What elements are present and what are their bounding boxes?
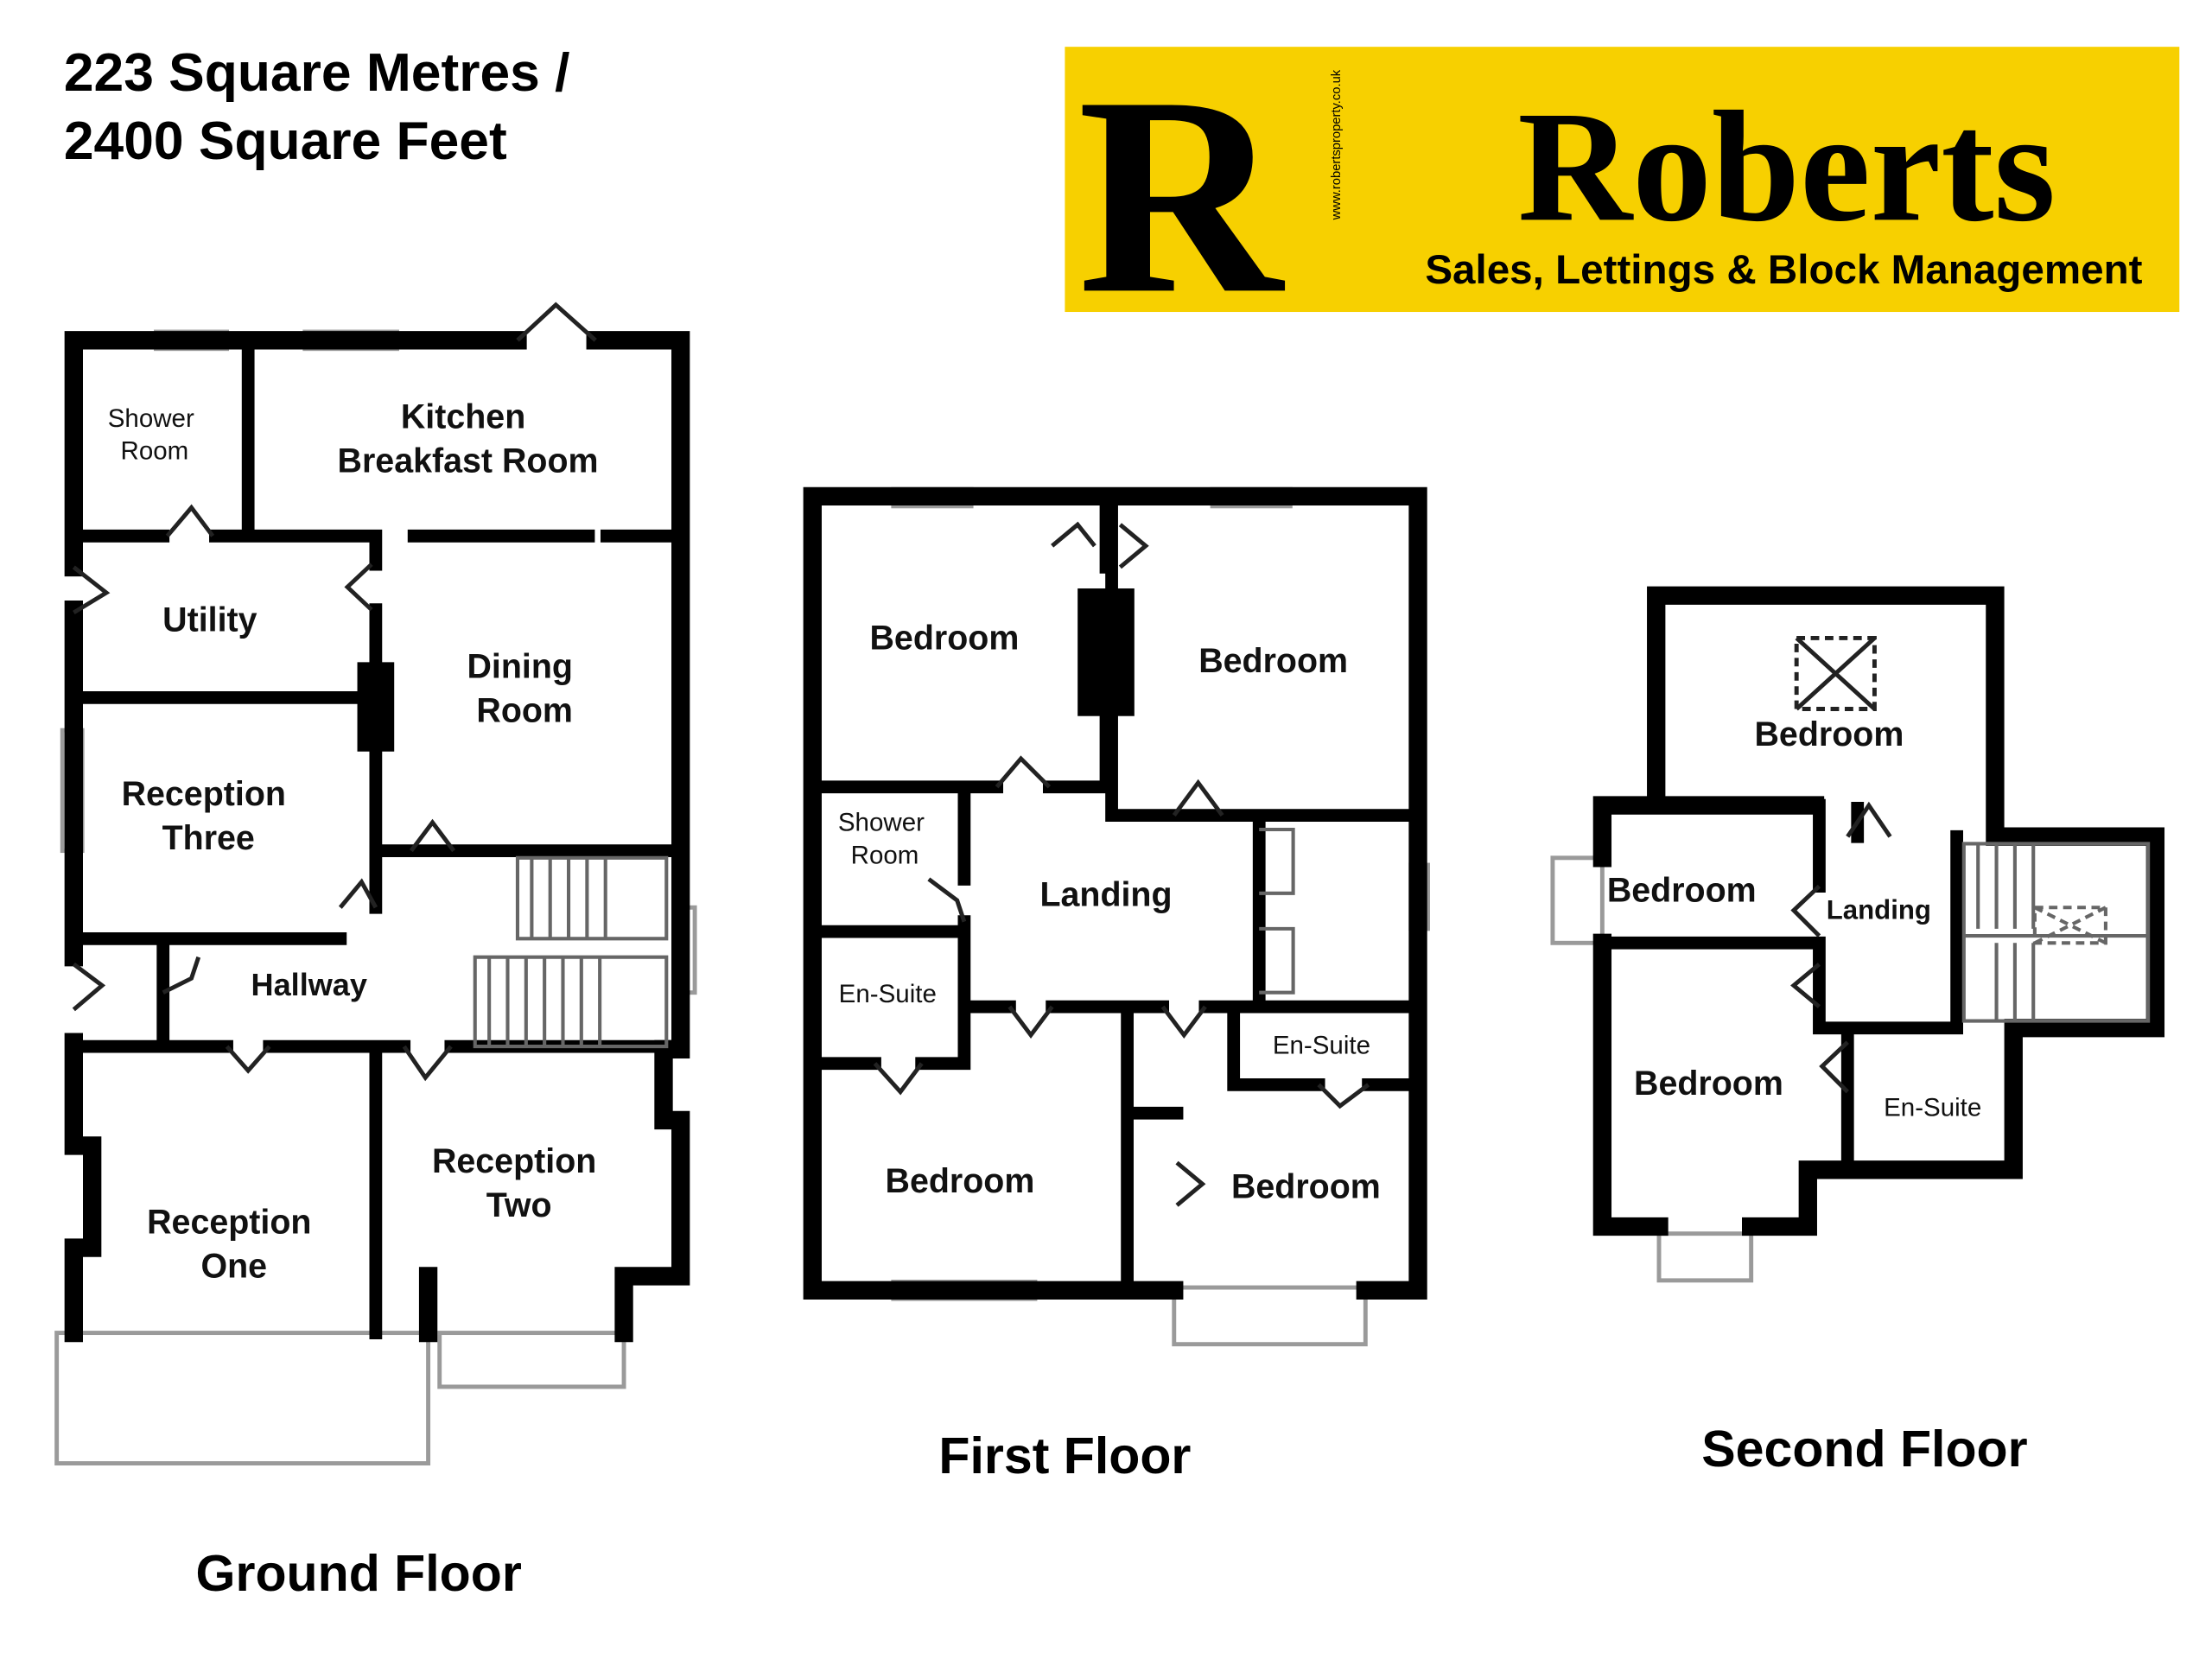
logo-url: www.robertsproperty.co.uk — [1330, 69, 1344, 220]
room-label-ensuite-w: En-Suite — [839, 980, 937, 1008]
room-label-bedroom-nw: Bedroom — [870, 620, 1020, 658]
first-floor-plan: Bedroom Bedroom Shower Room Landing En-S… — [803, 486, 1430, 1484]
room-label-ensuite-e: En-Suite — [1273, 1031, 1370, 1059]
window — [1172, 1285, 1368, 1347]
room-label-dining: Dining Room — [467, 647, 582, 729]
floor-title-ground: Ground Floor — [196, 1545, 522, 1602]
second-floor-plan: Bedroom Bedroom Landing Bedroom En-Suite… — [1550, 586, 2165, 1478]
staircase — [473, 855, 669, 1049]
room-label-landing: Landing — [1827, 894, 1931, 925]
room-label-hallway: Hallway — [251, 967, 367, 1002]
window — [1550, 855, 1605, 945]
room-label-shower-room: Shower Room — [108, 404, 201, 466]
window — [54, 1331, 431, 1465]
interior-wall — [805, 489, 1425, 1297]
room-label-bedroom-sw: Bedroom — [1634, 1065, 1783, 1103]
door-arc — [873, 521, 1370, 1207]
outer-wall — [64, 331, 690, 1343]
room-label-reception-three: Reception Three — [122, 775, 296, 857]
loft-ladder — [1259, 827, 1295, 995]
door-arc — [72, 302, 597, 1082]
room-label-bedroom-se: Bedroom — [1231, 1168, 1381, 1206]
room-label-bedroom-ne: Bedroom — [1198, 642, 1348, 680]
logo-tagline: Sales, Lettings & Block Management — [1425, 247, 2142, 293]
room-label-reception-two: Reception Two — [432, 1142, 606, 1224]
staircase — [1961, 842, 2151, 1023]
room-label-bedroom-sw: Bedroom — [886, 1162, 1035, 1200]
door-arc — [1790, 801, 1892, 1094]
chimney-breast — [357, 662, 395, 752]
logo-background — [1065, 47, 2180, 313]
ground-floor-plan: Shower Room Kitchen Breakfast Room Utili… — [54, 302, 697, 1602]
room-label-reception-one: Reception One — [147, 1204, 321, 1286]
room-label-bedroom-top: Bedroom — [1755, 715, 1904, 753]
skylight — [1794, 636, 1877, 711]
window — [437, 1331, 626, 1389]
logo-name: Roberts — [1517, 78, 2056, 254]
room-label-utility: Utility — [162, 601, 257, 639]
floor-title-first: First Floor — [938, 1427, 1191, 1484]
interior-wall — [1595, 798, 1963, 1170]
window — [1656, 1231, 1754, 1283]
room-label-landing: Landing — [1039, 876, 1172, 914]
floor-title-second: Second Floor — [1701, 1421, 2027, 1478]
area-metres: 223 Square Metres / — [64, 43, 570, 103]
area-feet: 2400 Square Feet — [64, 111, 507, 171]
room-label-kitchen: Kitchen Breakfast Room — [338, 398, 599, 480]
room-label-shower-room: Shower Room — [838, 809, 931, 870]
logo-letter: R — [1077, 38, 1286, 352]
room-label-ensuite: En-Suite — [1884, 1093, 1981, 1122]
outer-wall — [1592, 586, 2165, 1236]
agency-logo: R www.robertsproperty.co.uk Roberts Sale… — [1065, 38, 2180, 352]
room-label-bedroom-w: Bedroom — [1607, 872, 1757, 910]
chimney-breast — [1077, 588, 1135, 716]
interior-wall — [67, 334, 680, 1339]
